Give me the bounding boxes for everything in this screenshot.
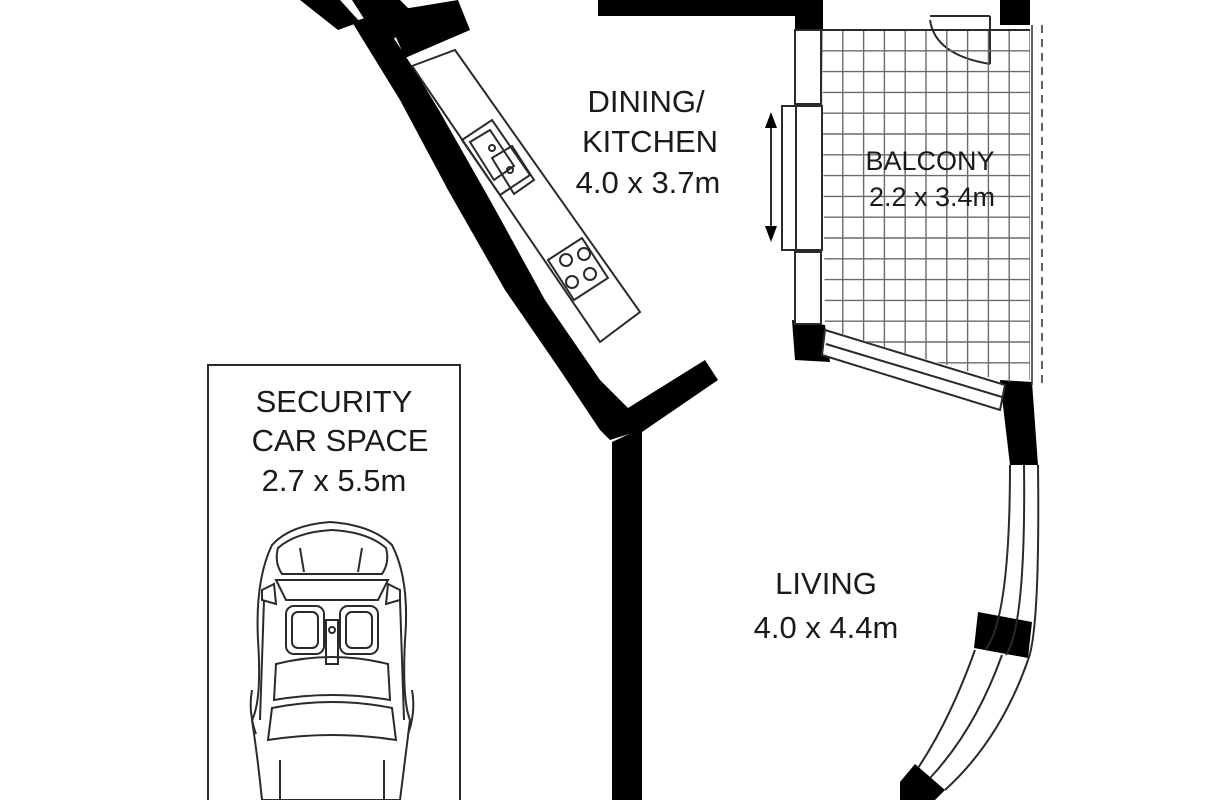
- window-bottom: [794, 251, 822, 325]
- wall-top-left: [300, 0, 360, 30]
- car-space-outline: [207, 364, 461, 800]
- window-top: [794, 29, 822, 105]
- sliding-door-panel-b: [795, 105, 823, 251]
- living-name: LIVING: [775, 566, 877, 601]
- room-labels: DINING/ KITCHEN 4.0 x 3.7m BALCONY 2.2 x…: [252, 84, 995, 645]
- wall-column-right-upper: [1000, 380, 1038, 465]
- sliding-door-arrow-icon: [765, 112, 777, 242]
- cooktop-icon: [546, 236, 610, 302]
- car-space-name-line1: SECURITY: [256, 384, 413, 419]
- sink-icon: [460, 118, 536, 197]
- balcony-tiles: [822, 29, 1030, 382]
- dining-kitchen-name-line1: DINING/: [587, 84, 705, 119]
- car-space-name-line2: CAR SPACE: [252, 423, 429, 458]
- walls: [300, 0, 1038, 800]
- dining-kitchen-size: 4.0 x 3.7m: [576, 165, 721, 200]
- car-space-size: 2.7 x 5.5m: [262, 463, 407, 498]
- wall-kitchen-stub: [628, 360, 718, 432]
- wall-vertical-living: [612, 428, 642, 800]
- wall-balcony-column: [792, 320, 830, 362]
- balcony-edge-hatch: [1031, 25, 1043, 385]
- car-icon: [249, 520, 415, 800]
- wall-column-right-lower: [900, 764, 945, 800]
- balcony-openings: [765, 29, 1007, 412]
- wall-kitchen-top-diag: [385, 56, 440, 120]
- balcony-name: BALCONY: [865, 146, 994, 176]
- living-size: 4.0 x 4.4m: [754, 610, 899, 645]
- door-swing-icon: [929, 15, 991, 65]
- wall-diagonal-kitchen: [352, 14, 648, 440]
- bench-outline: [410, 48, 642, 344]
- balcony-size: 2.2 x 3.4m: [869, 182, 995, 212]
- car-space: [207, 364, 461, 800]
- kitchen-bench: [410, 48, 642, 344]
- wall-top-notch: [385, 0, 470, 58]
- dining-kitchen-name-line2: KITCHEN: [582, 124, 718, 159]
- wall-top: [598, 0, 822, 16]
- wall-top-right: [1000, 0, 1030, 25]
- wall-top-column: [795, 0, 823, 30]
- wall-column-right-mid: [974, 612, 1032, 658]
- living-curved-window: [917, 464, 1040, 791]
